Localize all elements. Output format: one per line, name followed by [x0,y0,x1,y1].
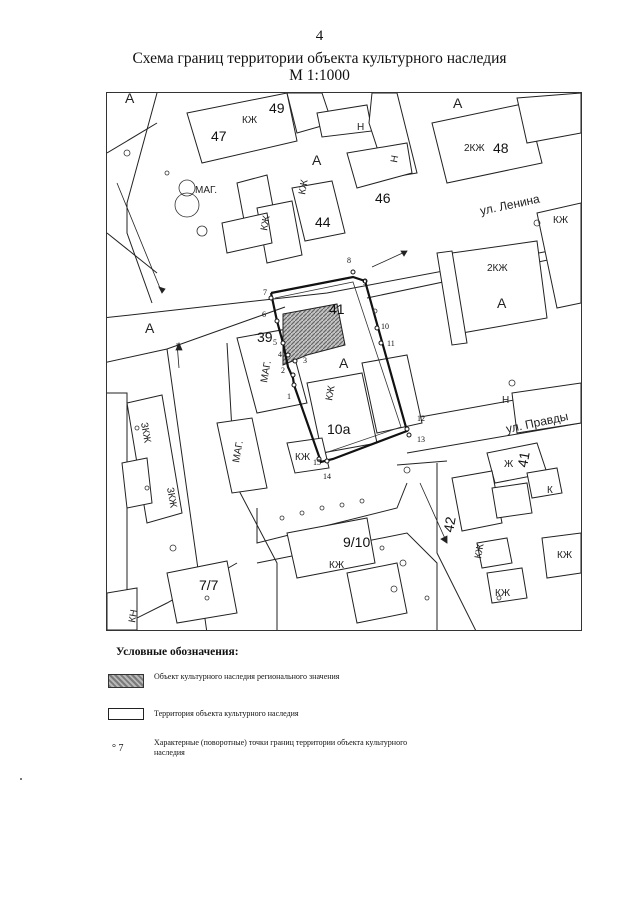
building-label: КН [127,609,140,624]
point-number: 1 [287,392,291,401]
map-title: Схема границ территории объекта культурн… [0,50,639,84]
building-label: Н [357,122,364,133]
point-dot-icon: ° [112,743,116,754]
house-number: 46 [375,190,391,206]
legend-title: Условные обозначения: [116,646,239,658]
building-label: КЖ [259,214,273,231]
boundary-points [268,269,412,464]
house-number: 41 [514,450,532,468]
building-label: Ж [504,459,514,470]
territory-inner-line [274,281,402,454]
house-number: 42 [440,515,458,533]
house-number: 9/10 [343,534,370,550]
heritage-object [282,303,346,366]
point-number: 10 [381,322,389,331]
area-mark: А [497,295,507,311]
territory-swatch [108,708,144,720]
buildings [107,93,581,630]
building-label: К [547,485,553,496]
point-number: 11 [387,339,395,348]
point-number: 12 [417,414,425,423]
area-marks: А А А А А А [125,93,507,371]
house-number: 39 [257,329,273,345]
house-number: 49 [269,100,285,116]
point-number: 4 [278,350,282,359]
point-number: 13 [417,435,425,444]
map-scale: М 1:1000 [289,67,350,84]
house-number: 7/7 [199,577,219,593]
building-label: КЖ [324,384,338,401]
house-number: 41 [329,301,345,317]
building-label: КЖ [297,178,311,195]
building-label: МАГ. [195,185,217,196]
traffic-arrows [116,182,448,544]
building-label: КЖ [295,452,311,463]
point-number: 9 [363,278,367,287]
building-label: КЖ [329,560,345,571]
heritage-object-swatch [108,674,144,688]
area-mark: А [125,93,135,106]
legend: Условные обозначения: Объект культурного… [106,646,566,757]
legend-item-text: Объект культурного наследия региональног… [154,672,340,681]
building-label: КЖ [473,542,487,559]
point-numbers: 1 2 3 4 5 6 7 8 9 10 11 12 13 14 15 [262,256,425,481]
house-number: 48 [493,140,509,156]
legend-item-text: Территория объекта культурного наследия [154,709,299,718]
building-label: 2КЖ [464,143,485,154]
building-label: КЖ [495,588,511,599]
point-number: 7 [263,288,267,297]
cadastral-map: 47 49 48 46 44 41 39 10а 9/10 7/7 42 41 … [106,92,582,631]
building-label: 2КЖ [487,263,508,274]
building-label: МАГ. [259,360,274,384]
legend-point-symbol: 7 [118,743,124,754]
building-label: 3КЖ [138,422,153,445]
point-number: 6 [262,310,266,319]
area-mark: А [145,320,155,336]
point-number: 5 [273,338,277,347]
building-label: КЖ [242,115,258,126]
building-labels: КЖ КЖ КЖ Н Н 2КЖ 2КЖ МАГ. МАГ. МАГ. 3КЖ … [127,115,573,624]
legend-item-text: Характерные (поворотные) точки границ те… [154,738,408,757]
scan-mark [20,778,22,780]
house-number: 47 [211,128,227,144]
point-number: 8 [347,256,351,265]
page-number: 4 [315,28,324,44]
boundary-point-swatch: ° 7 [112,743,124,754]
map-symbols [123,149,541,601]
area-mark: А [453,95,463,111]
point-number: 2 [281,366,285,375]
map-title-line: Схема границ территории объекта культурн… [132,50,507,67]
house-number: 44 [315,214,331,230]
house-number: 10а [327,421,351,437]
house-number-labels: 47 49 48 46 44 41 39 10а 9/10 7/7 42 41 [199,100,533,593]
point-number: 3 [303,356,307,365]
building-label: Н [502,395,509,406]
map-drawing: 47 49 48 46 44 41 39 10а 9/10 7/7 42 41 … [107,93,581,630]
area-mark: А [312,152,322,168]
road-edges [107,93,581,630]
building-label: МАГ. [231,440,246,464]
point-number: 14 [323,472,331,481]
building-label: Н [389,154,401,163]
building-label: КЖ [553,215,569,226]
building-label: 3КЖ [164,487,179,510]
area-mark: А [339,355,349,371]
point-number: 15 [313,458,321,467]
street-name: ул. Ленина [479,192,541,218]
building-label: КЖ [557,550,573,561]
